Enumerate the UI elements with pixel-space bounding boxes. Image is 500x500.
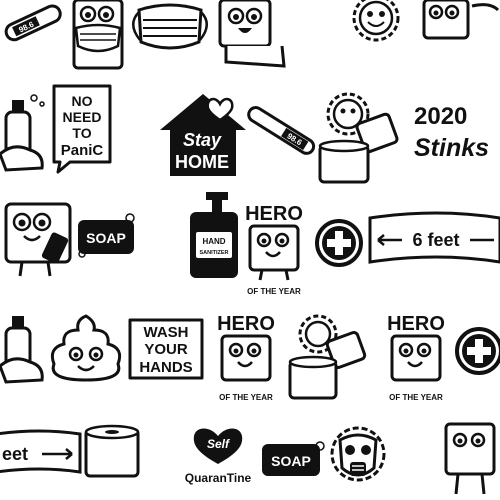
toilet-roll-icon xyxy=(422,0,500,40)
hand-sanitizer-sticker: HAND SANITIZER xyxy=(186,192,242,282)
hand-spray-sticker-row4 xyxy=(0,312,48,384)
wash-your-hands-sticker: WASH YOUR HANDS xyxy=(126,316,206,382)
wash-line-1: WASH xyxy=(144,324,189,341)
toilet-roll-sanitizer-sticker xyxy=(2,200,78,280)
virus-with-toilet-roll-icon xyxy=(318,92,399,184)
soap-bar-icon: SOAP xyxy=(262,441,325,476)
soap-sticker-row5: SOAP xyxy=(258,440,326,482)
hero-toilet-roll-icon: HERO OF THE YEAR xyxy=(387,313,445,402)
toilet-roll-plain-sticker xyxy=(82,424,144,484)
panic-line-4: PaniC xyxy=(61,142,104,159)
self-quarantine-sticker: Self QuaranTine xyxy=(178,424,258,490)
feet-banner-partial-sticker: eet xyxy=(0,428,82,478)
hand-sanitizer-bottle-icon: HAND SANITIZER xyxy=(190,192,238,278)
panic-line-1: NO xyxy=(72,93,93,109)
home-text: HOME xyxy=(175,152,229,172)
virus-with-toilet-roll-icon xyxy=(288,314,367,400)
toilet-roll-holding-sanitizer-icon xyxy=(4,202,72,277)
hero-of-the-year-sticker-row4b: HERO OF THE YEAR xyxy=(378,310,454,406)
medical-cross-sticker-row3 xyxy=(314,218,364,268)
thermometer-icon: 98.6 xyxy=(4,4,62,42)
six-feet-banner: 6 feet xyxy=(368,211,500,264)
sanitizer-label-line-2: SANITIZER xyxy=(199,250,228,256)
panic-line-3: TO xyxy=(72,125,91,141)
spray-bottle-icon xyxy=(0,94,45,172)
2020-stinks-text-graphic: 2020 Stinks xyxy=(414,103,489,162)
medical-cross-sticker-row4 xyxy=(454,326,500,376)
hero-title: HERO xyxy=(217,313,275,335)
poop-icon xyxy=(50,314,122,382)
thermometer-sticker-top: 98.6 xyxy=(0,0,70,45)
quarantine-text: QuaranTine xyxy=(185,471,252,485)
2020-stinks-sticker: 2020 Stinks xyxy=(410,100,500,164)
stay-home-sticker: Stay HOME xyxy=(158,90,248,180)
hero-subtitle: OF THE YEAR xyxy=(219,393,273,402)
hand-spray-sticker-row2 xyxy=(0,92,48,172)
face-mask-sticker xyxy=(125,2,215,54)
stay-text: Stay xyxy=(183,130,222,150)
hero-subtitle: OF THE YEAR xyxy=(389,393,443,402)
toilet-roll-sticker-topright xyxy=(420,0,500,46)
toilet-roll-sticker-bottomright xyxy=(440,418,500,500)
self-text: Self xyxy=(207,437,230,451)
hero-toilet-roll-icon: HERO OF THE YEAR xyxy=(245,203,303,296)
soap-bar-icon: SOAP xyxy=(78,213,135,258)
hero-toilet-roll-icon: HERO OF THE YEAR xyxy=(217,313,275,402)
toilet-roll-mask-icon xyxy=(72,0,124,70)
medical-cross-icon xyxy=(315,219,363,267)
soap-label: SOAP xyxy=(271,453,311,469)
hero-subtitle: OF THE YEAR xyxy=(247,287,301,296)
wash-your-hands-bubble: WASH YOUR HANDS xyxy=(128,318,204,380)
toilet-roll-happy-icon xyxy=(218,0,286,68)
thermometer-icon: 98.6 xyxy=(247,106,316,155)
hero-title: HERO xyxy=(245,203,303,225)
six-feet-sticker: 6 feet xyxy=(366,208,500,274)
toilet-roll-mask-sticker xyxy=(68,0,128,72)
wash-line-3: HANDS xyxy=(139,359,192,376)
virus-toilet-roll-sticker xyxy=(312,92,402,188)
stinks-text: Stinks xyxy=(414,134,489,162)
thermometer-sticker-row2: 98.6 xyxy=(242,96,322,166)
spray-bottle-icon xyxy=(0,316,44,384)
soap-sticker-row3: SOAP xyxy=(74,212,140,260)
self-quarantine-heart-graphic: Self QuaranTine xyxy=(185,428,252,485)
gas-mask-sticker xyxy=(328,424,388,490)
toilet-roll-icon xyxy=(444,422,496,495)
panic-line-2: NEED xyxy=(63,109,102,125)
house-heart-icon: Stay HOME xyxy=(160,94,246,176)
feet-banner-partial: eet xyxy=(0,429,82,474)
soap-label: SOAP xyxy=(86,230,126,246)
sanitizer-label-line-1: HAND xyxy=(202,237,225,246)
virus-sticker-top xyxy=(344,0,408,46)
wash-line-2: YOUR xyxy=(144,341,188,358)
hero-title: HERO xyxy=(387,313,445,335)
toilet-roll-happy-sticker xyxy=(212,0,292,70)
face-mask-icon xyxy=(132,3,208,50)
medical-cross-icon xyxy=(455,327,500,375)
hero-of-the-year-sticker-row3: HERO OF THE YEAR xyxy=(236,200,316,300)
gas-mask-icon xyxy=(330,426,386,482)
toilet-roll-icon xyxy=(84,424,140,478)
virus-toilet-roll-sticker-row4 xyxy=(286,312,376,402)
feet-partial-label: eet xyxy=(2,444,28,464)
panic-speech-bubble: NO NEED TO PaniC xyxy=(52,84,112,174)
six-feet-label: 6 feet xyxy=(412,230,459,250)
hero-of-the-year-sticker-row4a: HERO OF THE YEAR xyxy=(206,310,286,406)
poop-emoji-sticker xyxy=(46,312,126,384)
no-need-to-panic-sticker: NO NEED TO PaniC xyxy=(50,82,114,174)
2020-text: 2020 xyxy=(414,103,467,130)
virus-icon xyxy=(352,0,400,42)
